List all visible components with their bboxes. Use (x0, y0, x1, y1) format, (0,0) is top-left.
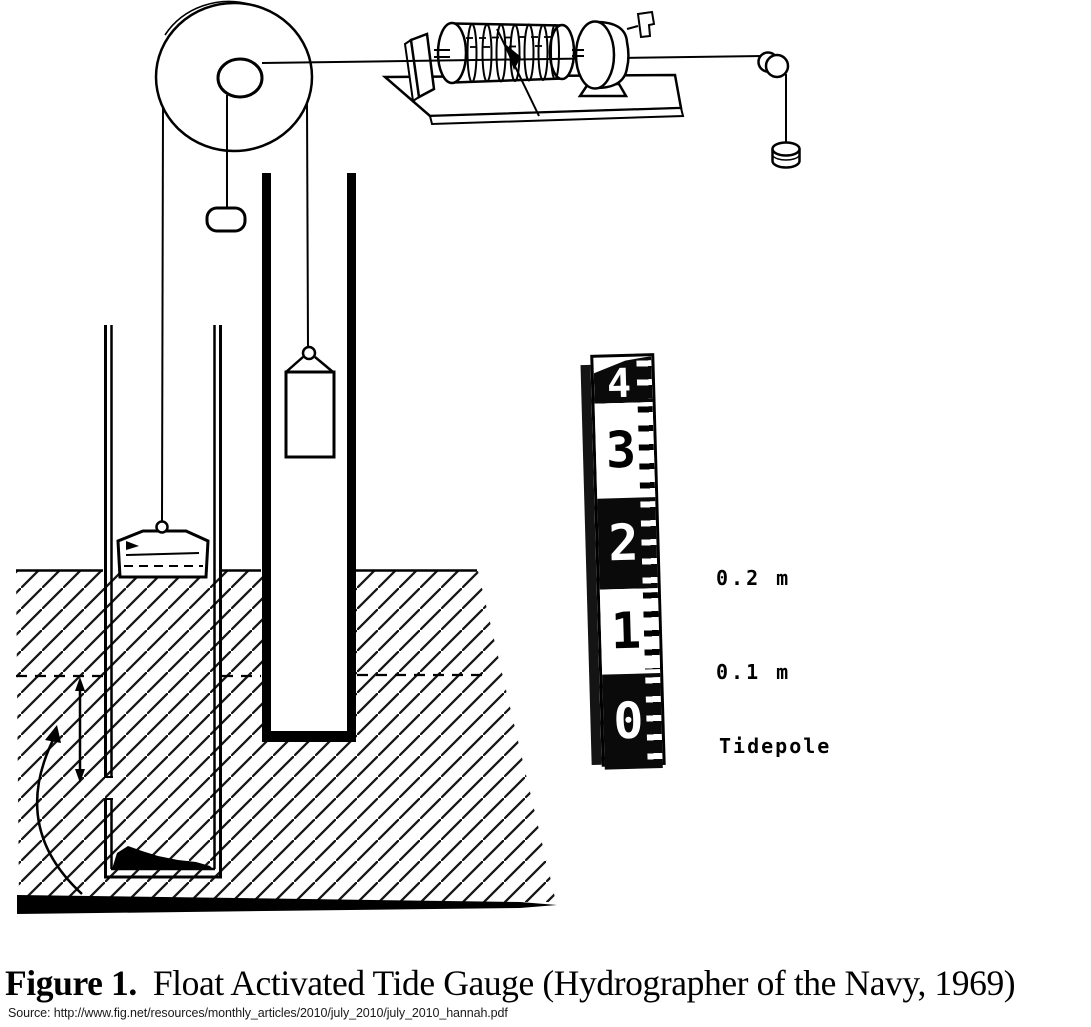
figure-caption: Figure 1. Float Activated Tide Gauge (Hyd… (5, 962, 1016, 1004)
tidepole-segment-4: 4 (593, 356, 652, 404)
tidepole-tick-marks (636, 360, 652, 398)
hub-weight (205, 206, 247, 233)
pen-pointer (504, 43, 521, 70)
inflow-curved-arrow (36, 725, 83, 895)
tidepole-segment-2: 2 (597, 497, 658, 590)
drum-bracket (403, 32, 436, 103)
stilling-well-interior (271, 560, 347, 732)
tidepole-tick-marks (642, 592, 661, 670)
water-level-dashed-line (16, 673, 483, 678)
drum-rings (466, 23, 560, 83)
suspension-wires (161, 95, 309, 523)
seabed-baseline (17, 895, 557, 914)
tidepole-front-face: 4 3 2 1 0 (590, 353, 666, 770)
tidepole-tick-marks (640, 501, 658, 585)
tension-weight (771, 141, 801, 169)
tide-range-arrow (75, 677, 85, 783)
float-wire (161, 106, 164, 523)
recording-drum (436, 21, 576, 85)
label-01m: 0.1 m (716, 660, 792, 684)
figure-caption-text: Float Activated Tide Gauge (Hydrographer… (152, 963, 1016, 1003)
float-arrow-mark (126, 541, 139, 550)
label-02m: 0.2 m (716, 566, 792, 590)
sediment-heap (112, 846, 213, 869)
tidepole-segment-1: 1 (599, 588, 661, 675)
tidepole-staff: 4 3 2 1 0 (580, 353, 668, 770)
float (116, 520, 210, 579)
clock-mechanism (574, 10, 656, 90)
tidepole-tick-marks (645, 677, 663, 765)
idler-pulley (757, 51, 790, 79)
winding-key (636, 10, 656, 39)
counterweight-wire (306, 102, 309, 349)
drum-trace-dashes (466, 36, 551, 48)
counterweight-ring (301, 345, 317, 361)
pulley-hub (216, 57, 264, 99)
source-url: Source: http://www.fig.net/resources/mon… (8, 1006, 508, 1020)
float-pulley (154, 0, 314, 153)
float-ring (155, 520, 169, 534)
tide-gauge-diagram (16, 0, 801, 914)
counterweight (284, 345, 336, 459)
tidepole-segment-3: 3 (594, 402, 656, 499)
tidepole-segment-0: 0 (602, 673, 663, 770)
drum-axles (434, 49, 584, 58)
pen-arm (496, 28, 540, 117)
tidepole-tick-marks (637, 406, 656, 494)
figure-caption-number: Figure 1. (5, 963, 137, 1003)
stilling-well (262, 173, 356, 742)
label-tidepole: Tidepole (719, 734, 832, 758)
